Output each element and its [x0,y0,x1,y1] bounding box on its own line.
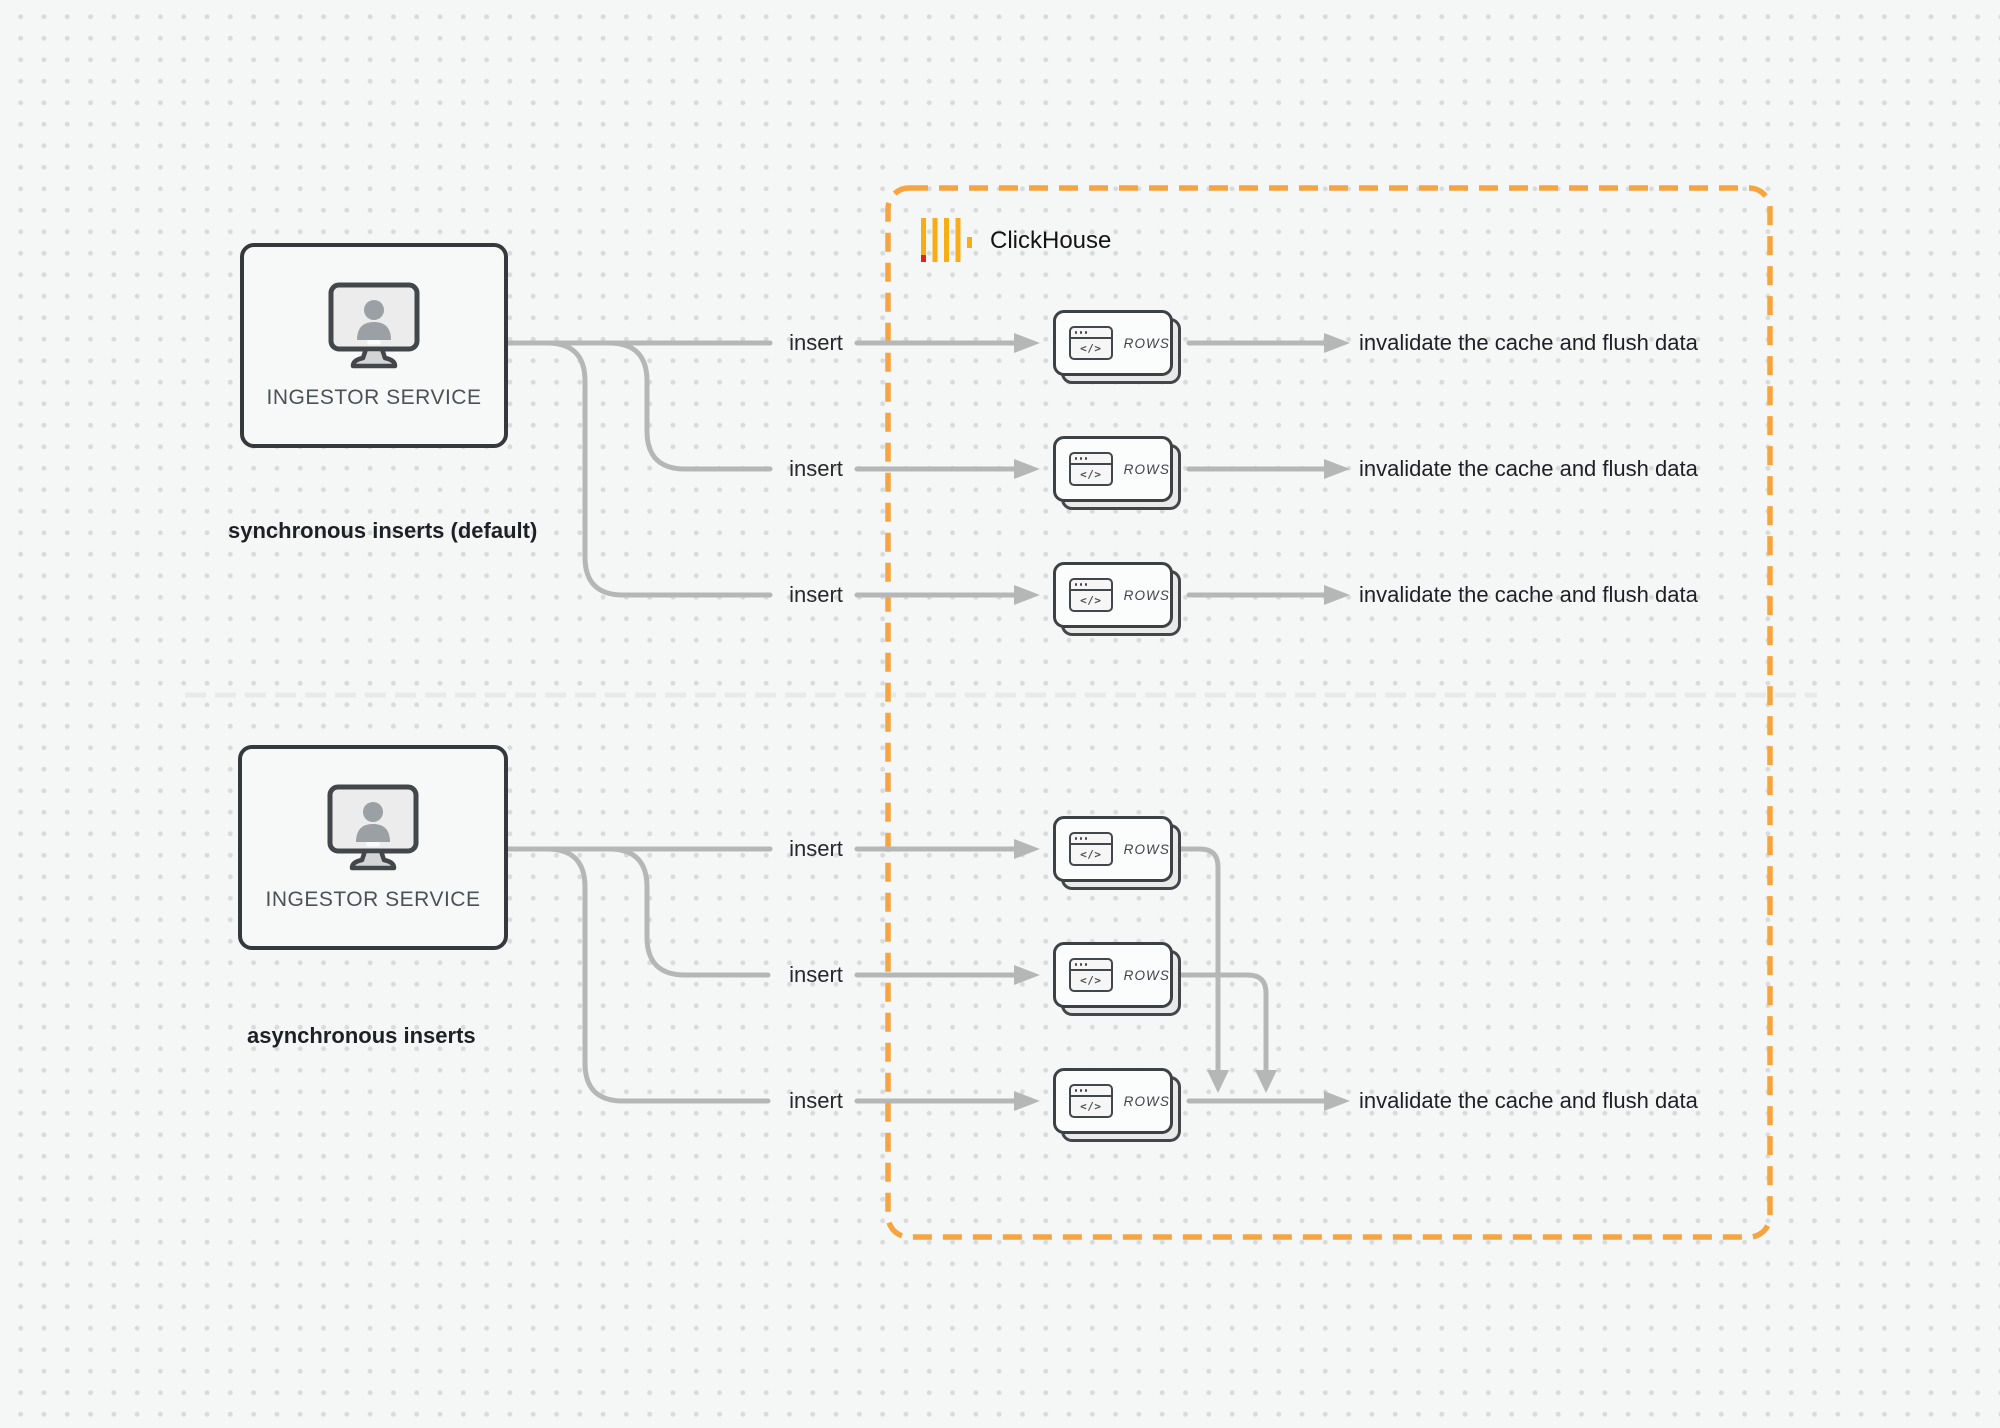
insert-label-sync-1: insert [789,330,843,355]
arrowhead-sync-in-1 [1014,333,1040,353]
invalidate-label-sync-1: invalidate the cache and flush data [1359,330,1698,355]
code-window-icon: </> [1069,958,1113,992]
rows-label: ROWS [1123,587,1170,603]
insert-label-async-1: insert [789,836,843,861]
ingestor-service-label: INGESTOR SERVICE [265,887,481,911]
arrowhead-async-in-1 [1014,839,1040,859]
insert-label-async-2: insert [789,962,843,987]
async-card1-down-line [1178,846,1221,1073]
invalidate-label-sync-2: invalidate the cache and flush data [1359,456,1698,481]
arrowhead-sync-in-2 [1014,459,1040,479]
clickhouse-logo-icon [921,218,973,262]
arrowhead-async-in-2 [1014,965,1040,985]
async-branch-row3 [544,846,771,1104]
rows-label: ROWS [1123,1093,1170,1109]
rows-label: ROWS [1123,967,1170,983]
async-card2-down-line [1178,972,1269,1073]
rows-label: ROWS [1123,841,1170,857]
code-window-icon: </> [1069,1084,1113,1118]
code-window-icon: </> [1069,326,1113,360]
monitor-user-icon [328,282,420,368]
arrowhead-async-down-2 [1255,1070,1277,1093]
ingestor-service-label: INGESTOR SERVICE [266,385,482,409]
rows-card-async-1: </> ROWS [1053,816,1181,891]
insert-label-sync-2: insert [789,456,843,481]
async-branch-row2 [606,846,771,978]
arrowhead-async-down-1 [1207,1070,1229,1093]
clickhouse-boundary-box [885,185,1773,1240]
ingestor-service-box-sync: INGESTOR SERVICE [240,243,508,448]
arrowhead-async-in-3 [1014,1091,1040,1111]
code-window-icon: </> [1069,578,1113,612]
invalidate-label-sync-3: invalidate the cache and flush data [1359,582,1698,607]
insert-label-async-3: insert [789,1088,843,1113]
rows-card-sync-3: </> ROWS [1053,562,1181,637]
rows-label: ROWS [1123,335,1170,351]
rows-card-async-3: </> ROWS [1053,1068,1181,1143]
rows-card-sync-1: </> ROWS [1053,310,1181,385]
async-section-caption: asynchronous inserts [247,1023,476,1048]
rows-card-async-2: </> ROWS [1053,942,1181,1017]
arrowhead-sync-in-3 [1014,585,1040,605]
invalidate-label-async: invalidate the cache and flush data [1359,1088,1698,1113]
sync-branch-row3 [544,340,773,598]
arrowhead-sync-out-1 [1324,333,1350,353]
insert-label-sync-3: insert [789,582,843,607]
arrowhead-async-out [1324,1091,1350,1111]
monitor-user-icon [327,784,419,870]
code-window-icon: </> [1069,452,1113,486]
sync-section-caption: synchronous inserts (default) [228,518,538,543]
arrowhead-sync-out-2 [1324,459,1350,479]
arrowhead-sync-out-3 [1324,585,1350,605]
code-window-icon: </> [1069,832,1113,866]
rows-card-sync-2: </> ROWS [1053,436,1181,511]
rows-label: ROWS [1123,461,1170,477]
sync-branch-row2 [606,340,773,472]
ingestor-service-box-async: INGESTOR SERVICE [238,745,508,950]
clickhouse-label: ClickHouse [990,227,1112,254]
